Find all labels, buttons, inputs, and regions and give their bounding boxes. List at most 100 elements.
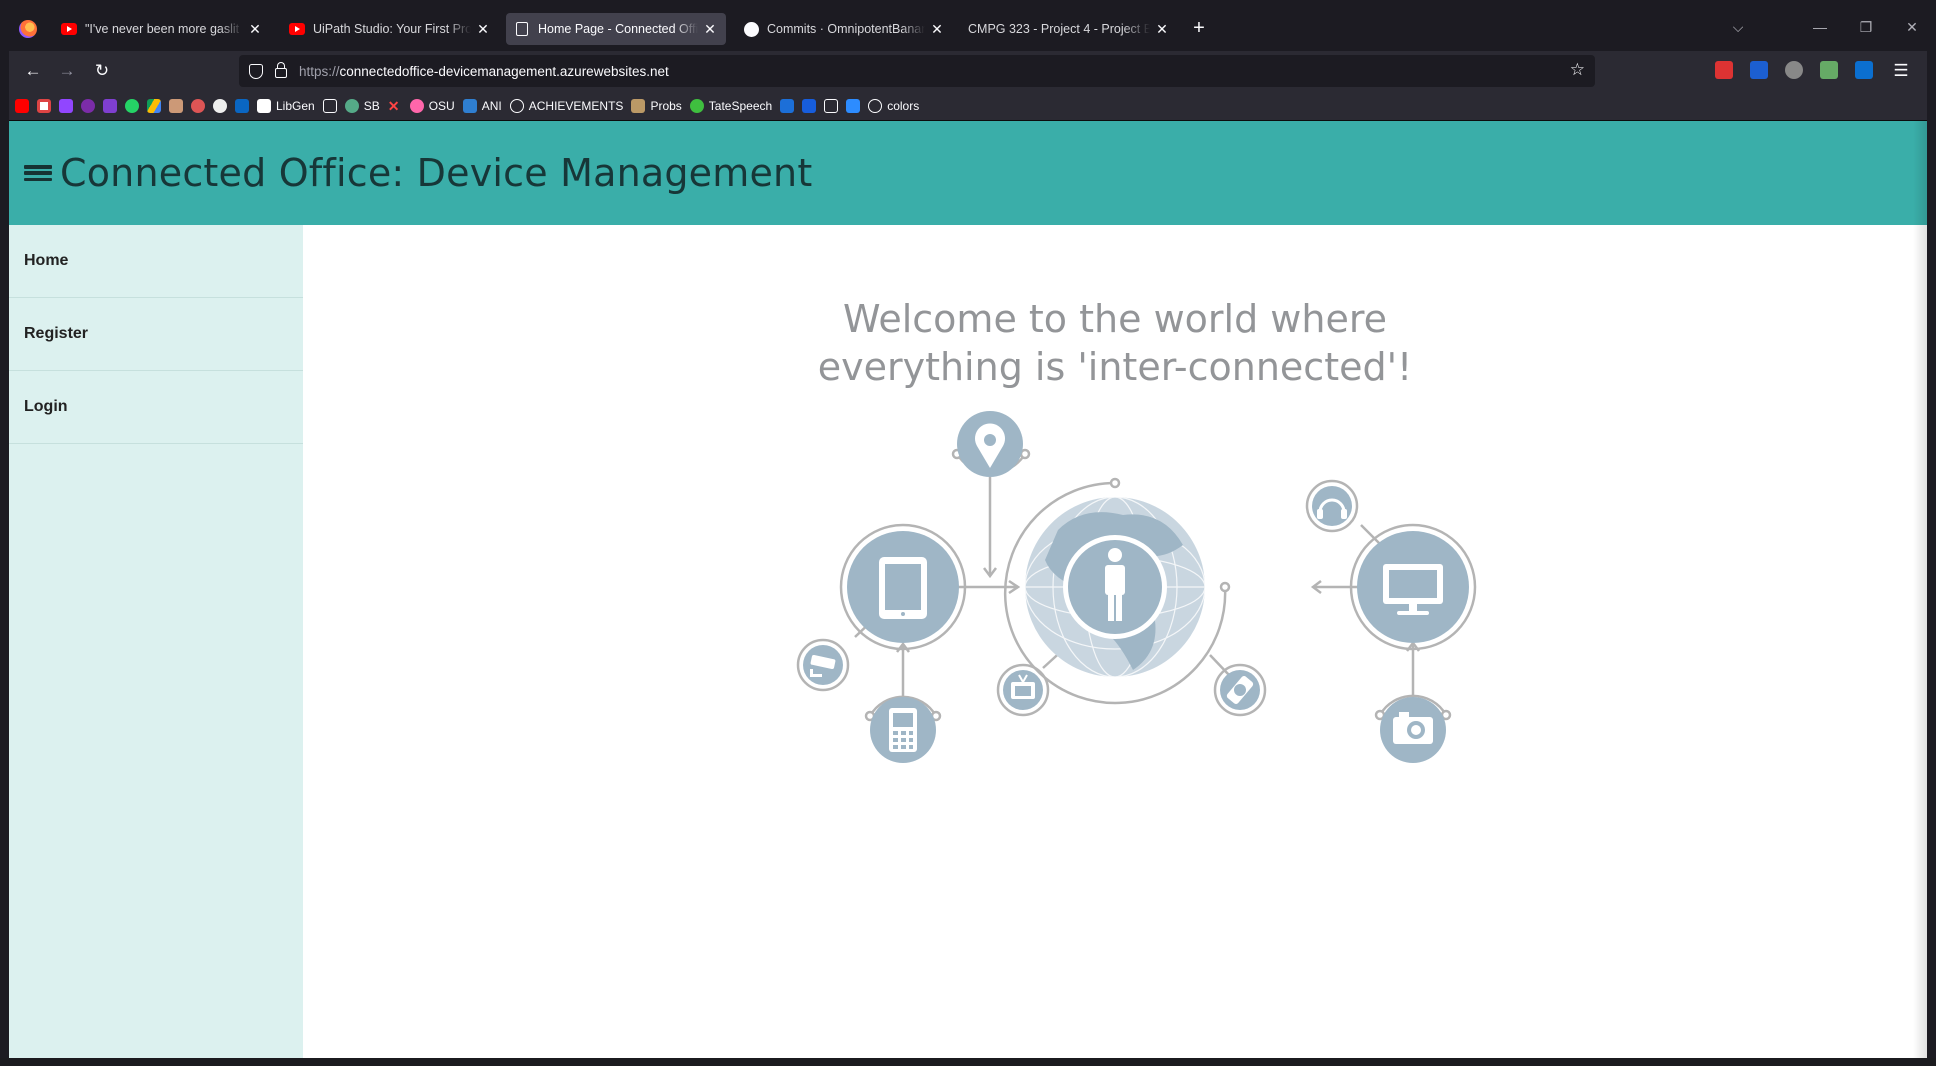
bookmark-sb[interactable]: SB [344, 98, 380, 113]
bookmark-whatsapp[interactable] [125, 98, 139, 113]
bookmark-z[interactable] [846, 98, 861, 113]
bookmark-tatespeech[interactable]: TateSpeech [689, 98, 772, 113]
television-icon [1011, 674, 1035, 699]
globe-icon [509, 98, 524, 113]
connected-devices-illustration [796, 411, 1477, 763]
bookmark-libgen[interactable]: LibGen [257, 98, 315, 113]
red-site-icon [191, 98, 205, 113]
probs-icon [631, 98, 646, 113]
restore-button[interactable]: ❐ [1859, 19, 1873, 35]
twitch-icon [59, 98, 73, 113]
bookmark-azure[interactable] [780, 98, 795, 113]
forward-arrow-icon[interactable]: → [58, 61, 76, 80]
bitwarden-extension-icon[interactable] [1750, 61, 1768, 79]
youtube-icon [289, 21, 305, 37]
browser-window: "I've never been more gaslit in my life"… [9, 9, 1927, 1058]
incognito-extension-icon[interactable] [1785, 61, 1803, 79]
bookmark-red-site[interactable] [191, 98, 205, 113]
security-camera-icon [810, 654, 836, 677]
bookmark-folder[interactable] [322, 98, 337, 113]
firefox-menu-icon[interactable] [19, 20, 37, 38]
bookmark-folder-2[interactable] [824, 98, 839, 113]
web-page: Connected Office: Device Management Home… [9, 121, 1927, 1058]
tab-connected-office[interactable]: Home Page - Connected Office ✕ [506, 13, 726, 45]
book-icon [257, 98, 271, 113]
mobile-phone-icon [889, 708, 917, 752]
sidebar-item-home[interactable]: Home [9, 225, 303, 298]
bookmark-play[interactable] [103, 98, 117, 113]
welcome-heading: Welcome to the world where everything is… [817, 297, 1413, 389]
sidebar-item-login[interactable]: Login [9, 371, 303, 444]
gmail-icon [37, 98, 51, 113]
purple-site-icon [81, 98, 95, 113]
lock-icon[interactable] [275, 62, 287, 78]
monitor-icon [1383, 564, 1443, 615]
close-icon[interactable]: ✕ [704, 20, 716, 37]
new-tab-button[interactable]: + [1193, 17, 1205, 39]
smartwatch-icon [1226, 676, 1254, 704]
navigation-toolbar: ← → ↻ https://connectedoffice-devicemana… [9, 51, 1927, 91]
tab-youtube-gaslit[interactable]: "I've never been more gaslit in my life"… [53, 13, 271, 45]
bookmark-x[interactable]: ✕ [388, 99, 402, 113]
sidebar-toggle-hamburger-icon[interactable] [24, 162, 52, 184]
close-icon[interactable]: ✕ [477, 20, 489, 37]
bookmark-avatar[interactable] [169, 98, 183, 113]
camera-icon [1393, 712, 1433, 744]
close-window-button[interactable]: ✕ [1906, 19, 1918, 35]
headphones-icon [1317, 498, 1347, 519]
uipath-extension-icon[interactable] [1855, 61, 1873, 79]
folder-icon [322, 98, 337, 113]
bookmark-probs[interactable]: Probs [631, 98, 682, 113]
youtube-icon [61, 21, 77, 37]
bookmark-youtube[interactable] [15, 98, 29, 113]
close-icon[interactable]: ✕ [931, 20, 943, 37]
ublock-extension-icon[interactable] [1715, 61, 1733, 79]
tatespeech-icon [689, 98, 704, 113]
play-icon [103, 98, 117, 113]
tab-github-commits[interactable]: Commits · OmnipotentBananas ✕ [735, 13, 953, 45]
bookmark-achievements[interactable]: ACHIEVEMENTS [509, 98, 623, 113]
hamburger-menu-icon[interactable]: ☰ [1893, 61, 1909, 80]
tracking-protection-shield-icon[interactable] [249, 63, 263, 79]
headphones-node [1312, 486, 1352, 526]
bookmark-gmail[interactable] [37, 98, 51, 113]
tab-cmpg-project[interactable]: CMPG 323 - Project 4 - Project Brief ✕ [960, 13, 1178, 45]
bookmarks-toolbar: LibGen SB ✕ OSU ANI ACHIEVEMENTS Probs T… [9, 91, 1927, 121]
avatar-icon [169, 98, 183, 113]
bookmark-google-drive[interactable] [147, 98, 161, 113]
sb-icon [344, 98, 359, 113]
bookmark-bitwarden[interactable] [802, 98, 817, 113]
x-icon: ✕ [387, 97, 400, 114]
document-icon [514, 21, 530, 37]
bookmark-colors[interactable]: colors [868, 98, 919, 113]
bookmark-star-icon[interactable]: ☆ [1569, 60, 1585, 79]
sidebar-item-register[interactable]: Register [9, 298, 303, 371]
folder-icon [824, 98, 839, 113]
reload-icon[interactable]: ↻ [94, 61, 110, 80]
bookmark-osu[interactable]: OSU [409, 98, 455, 113]
sidebar: Home Register Login [9, 225, 303, 1058]
extension-icon[interactable] [1820, 61, 1838, 79]
bookmark-linkedin[interactable] [235, 98, 249, 113]
close-icon[interactable]: ✕ [249, 20, 261, 37]
azure-icon [780, 98, 795, 113]
url-bar[interactable]: https://connectedoffice-devicemanagement… [239, 55, 1595, 87]
close-icon[interactable]: ✕ [1156, 20, 1168, 37]
url-text[interactable]: https://connectedoffice-devicemanagement… [299, 63, 669, 79]
tab-uipath[interactable]: UiPath Studio: Your First Process ✕ [281, 13, 499, 45]
github-icon [213, 98, 227, 113]
bookmark-ani[interactable]: ANI [462, 98, 502, 113]
globe-icon [868, 98, 883, 113]
google-drive-icon [147, 98, 161, 113]
site-title: Connected Office: Device Management [60, 151, 813, 195]
list-all-tabs-icon[interactable]: ⌵ [1732, 19, 1744, 35]
main-content: Welcome to the world where everything is… [303, 225, 1927, 1058]
minimize-button[interactable]: — [1813, 19, 1827, 35]
bookmark-twitch[interactable] [59, 98, 73, 113]
os-taskbar [0, 1058, 1936, 1066]
tablet-icon [879, 557, 927, 619]
bookmark-purple-site[interactable] [81, 98, 95, 113]
bookmark-github[interactable] [213, 98, 227, 113]
back-arrow-icon[interactable]: ← [24, 61, 42, 80]
github-icon [743, 21, 759, 37]
